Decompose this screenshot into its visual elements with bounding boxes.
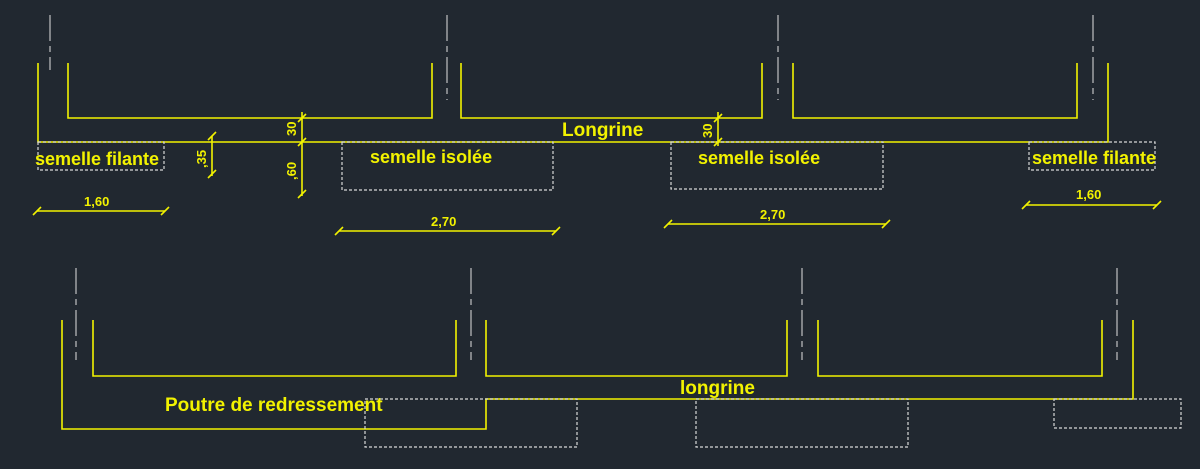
bottom-longrine-label: longrine <box>680 378 755 399</box>
footing-isolee-1 <box>341 141 554 191</box>
bottom-footing-1 <box>364 398 578 448</box>
top-vertical-dimensions <box>207 112 723 199</box>
dim-isolee-2: 2,70 <box>760 207 785 222</box>
bottom-beam-outline <box>61 320 1134 430</box>
dim-30-right: 30 <box>700 124 715 138</box>
bottom-drawing: Poutre de redressement longrine <box>61 268 1182 448</box>
bottom-footing-3 <box>1053 398 1182 429</box>
dim-isolee-1: 2,70 <box>431 214 456 229</box>
dim-width-left: 1,60 <box>84 194 109 209</box>
semelle-isolee-2-label: semelle isolée <box>698 148 820 168</box>
dim-60: ,60 <box>284 162 299 180</box>
top-footings <box>37 141 1156 191</box>
top-horizontal-dimensions <box>32 200 1162 236</box>
footing-isolee-2 <box>670 141 884 190</box>
semelle-isolee-1-label: semelle isolée <box>370 147 492 167</box>
top-drawing: Longrine semelle filante semelle isolée … <box>32 15 1162 236</box>
footing-filante-right <box>1028 141 1156 171</box>
dim-30-left: 30 <box>284 122 299 136</box>
semelle-filante-left-label: semelle filante <box>35 149 159 169</box>
bottom-footings <box>364 398 1182 448</box>
bottom-footing-2 <box>695 398 909 448</box>
top-column-axes <box>49 15 1094 100</box>
dim-35: ,35 <box>194 150 209 168</box>
semelle-filante-right-label: semelle filante <box>1032 148 1156 168</box>
poutre-label: Poutre de redressement <box>165 395 383 416</box>
dim-width-right: 1,60 <box>1076 187 1101 202</box>
bottom-column-axes <box>75 268 1118 360</box>
footing-filante-left <box>37 141 165 171</box>
top-longrine-label: Longrine <box>562 120 643 141</box>
